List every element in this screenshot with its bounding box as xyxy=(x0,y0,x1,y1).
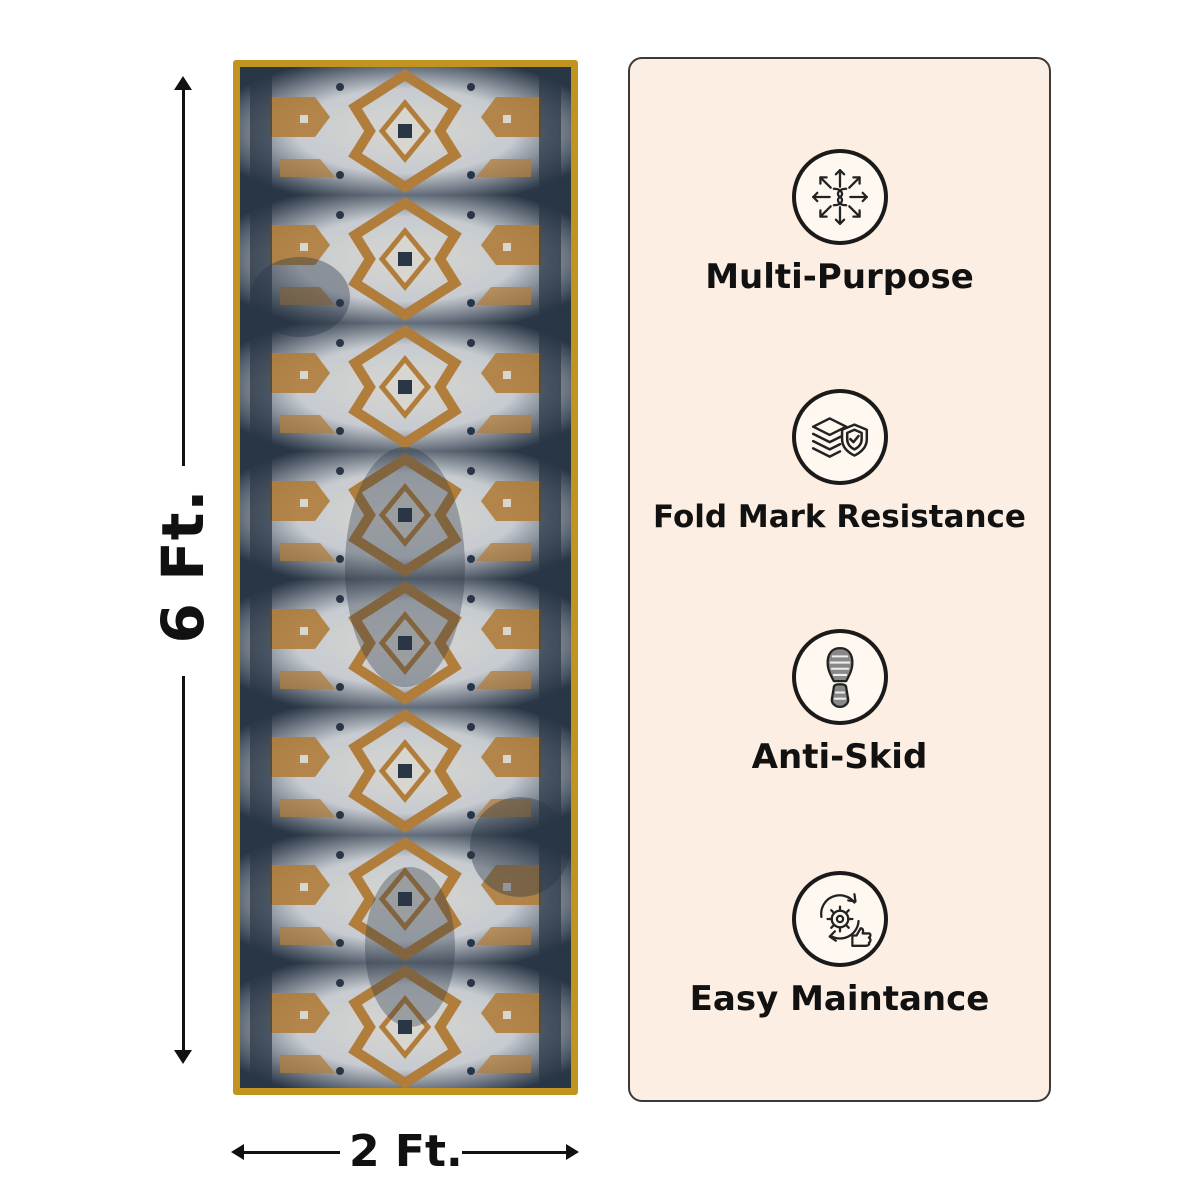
width-label: 2 Ft. xyxy=(349,1126,463,1177)
layers-shield-icon xyxy=(791,389,888,485)
feature-multi-purpose: Multi-Purpose xyxy=(630,149,1049,299)
width-arrow-left-icon xyxy=(231,1144,244,1160)
feature-label: Anti-Skid xyxy=(751,737,928,777)
height-line-bottom xyxy=(182,676,185,1056)
feature-anti-skid: Anti-Skid xyxy=(630,629,1049,779)
width-line-right xyxy=(462,1151,570,1154)
height-arrow-up-icon xyxy=(174,76,192,90)
shoe-sole-icon xyxy=(791,629,888,725)
width-arrow-right-icon xyxy=(566,1144,579,1160)
multi-directional-arrows-icon xyxy=(791,149,888,245)
feature-fold-mark-resistance: Fold Mark Resistance xyxy=(630,389,1049,539)
features-panel: Multi-Purpose Fold Mark Resistance xyxy=(628,57,1051,1102)
height-label: 6 Ft. xyxy=(149,488,217,644)
gear-cycle-thumbs-up-icon xyxy=(791,871,888,967)
height-arrow-down-icon xyxy=(174,1050,192,1064)
width-line-left xyxy=(240,1151,340,1154)
feature-label: Easy Maintance xyxy=(689,979,990,1019)
rug-pattern xyxy=(240,67,571,1088)
height-line-top xyxy=(182,84,185,466)
feature-label: Multi-Purpose xyxy=(705,257,974,297)
feature-easy-maintance: Easy Maintance xyxy=(630,871,1049,1021)
feature-label: Fold Mark Resistance xyxy=(653,499,1026,535)
rug-image xyxy=(233,60,578,1095)
